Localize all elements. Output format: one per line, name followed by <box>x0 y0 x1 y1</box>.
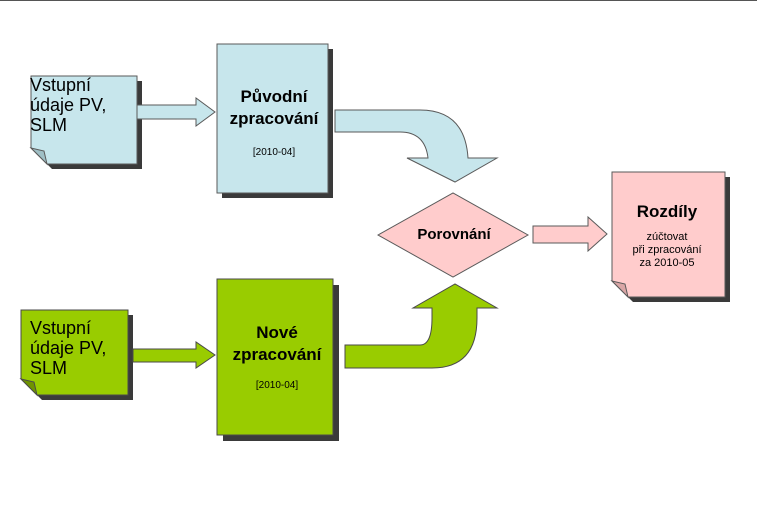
original-title-line-1: Původní <box>240 87 308 106</box>
differences-sub-line-2: při zpracování <box>632 244 702 256</box>
curved-arrow-new-to-compare <box>344 283 499 369</box>
differences-sub-line-3: za 2010-05 <box>639 257 695 269</box>
input-note-top <box>29 75 142 169</box>
new-processing-box <box>216 278 339 441</box>
original-processing-box <box>216 43 333 198</box>
arrow-compare-to-differences <box>532 215 608 253</box>
differences-note <box>610 171 730 302</box>
comparison-diamond <box>376 192 530 278</box>
input-top-line-3: SLM <box>30 115 68 135</box>
differences-subtitle: zúčtovat při zpracování za 2010-05 <box>612 231 722 270</box>
input-bottom-line-3: SLM <box>30 358 68 378</box>
input-bottom-label: Vstupní údaje PV, SLM <box>30 318 130 378</box>
input-top-label: Vstupní údaje PV, SLM <box>30 75 130 135</box>
input-note-bottom <box>19 309 133 400</box>
top-divider <box>0 0 757 1</box>
new-title-line-2: zpracování <box>232 345 322 364</box>
original-processing-period: [2010-04] <box>252 147 296 158</box>
differences-sub-line-1: zúčtovat <box>646 231 688 243</box>
differences-title: Rozdíly <box>636 202 698 221</box>
new-processing-title: Nové zpracování <box>218 322 336 366</box>
comparison-label: Porovnání <box>417 226 491 243</box>
input-bottom-line-2: údaje PV, <box>30 338 107 358</box>
original-title-line-2: zpracování <box>229 109 319 128</box>
input-bottom-line-1: Vstupní <box>30 318 92 338</box>
arrow-input-to-original <box>136 97 216 127</box>
curved-arrow-original-to-compare <box>334 109 499 183</box>
input-top-line-1: Vstupní <box>30 75 92 95</box>
new-title-line-1: Nové <box>256 323 298 342</box>
new-processing-period: [2010-04] <box>255 380 299 391</box>
original-processing-title: Původní zpracování <box>218 86 330 130</box>
input-top-line-2: údaje PV, <box>30 95 107 115</box>
arrow-input-to-new <box>132 341 216 369</box>
